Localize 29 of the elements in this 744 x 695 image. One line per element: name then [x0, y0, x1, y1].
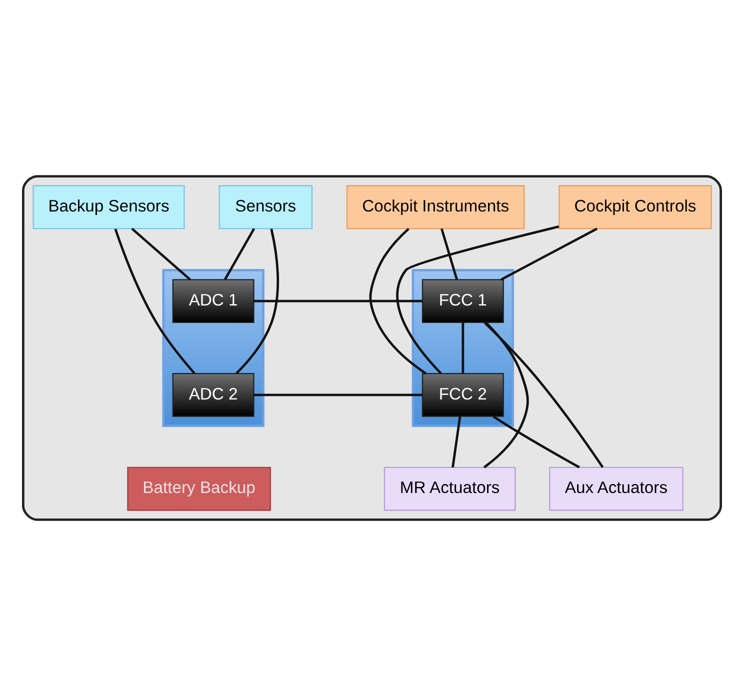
- connector: [440, 228, 458, 280]
- connector: [484, 321, 604, 468]
- connector: [396, 224, 560, 374]
- node-box: FCC 2: [422, 372, 504, 416]
- connector: [236, 228, 280, 374]
- cluster: [162, 268, 264, 427]
- connector: [462, 322, 464, 373]
- node-box: MR Actuators: [384, 466, 516, 510]
- node-box: Backup Sensors: [32, 184, 185, 229]
- node-box: Cockpit Controls: [558, 184, 712, 229]
- connector: [254, 299, 422, 302]
- node-box: ADC 2: [172, 372, 254, 416]
- connector: [254, 393, 422, 396]
- connector: [224, 228, 256, 280]
- connector: [131, 227, 191, 280]
- connector: [369, 227, 426, 374]
- node-box: ADC 1: [172, 278, 254, 323]
- cluster: [412, 268, 514, 427]
- node-box: Sensors: [218, 184, 313, 229]
- connector: [500, 227, 598, 280]
- connector: [114, 228, 196, 374]
- connector: [483, 321, 529, 468]
- connector: [492, 415, 580, 468]
- node-box: Aux Actuators: [549, 466, 684, 510]
- node-box: Cockpit Instruments: [346, 184, 525, 229]
- connector: [452, 416, 462, 468]
- cluster: [22, 174, 722, 520]
- node-box: Battery Backup: [127, 466, 271, 510]
- node-box: FCC 1: [422, 278, 504, 323]
